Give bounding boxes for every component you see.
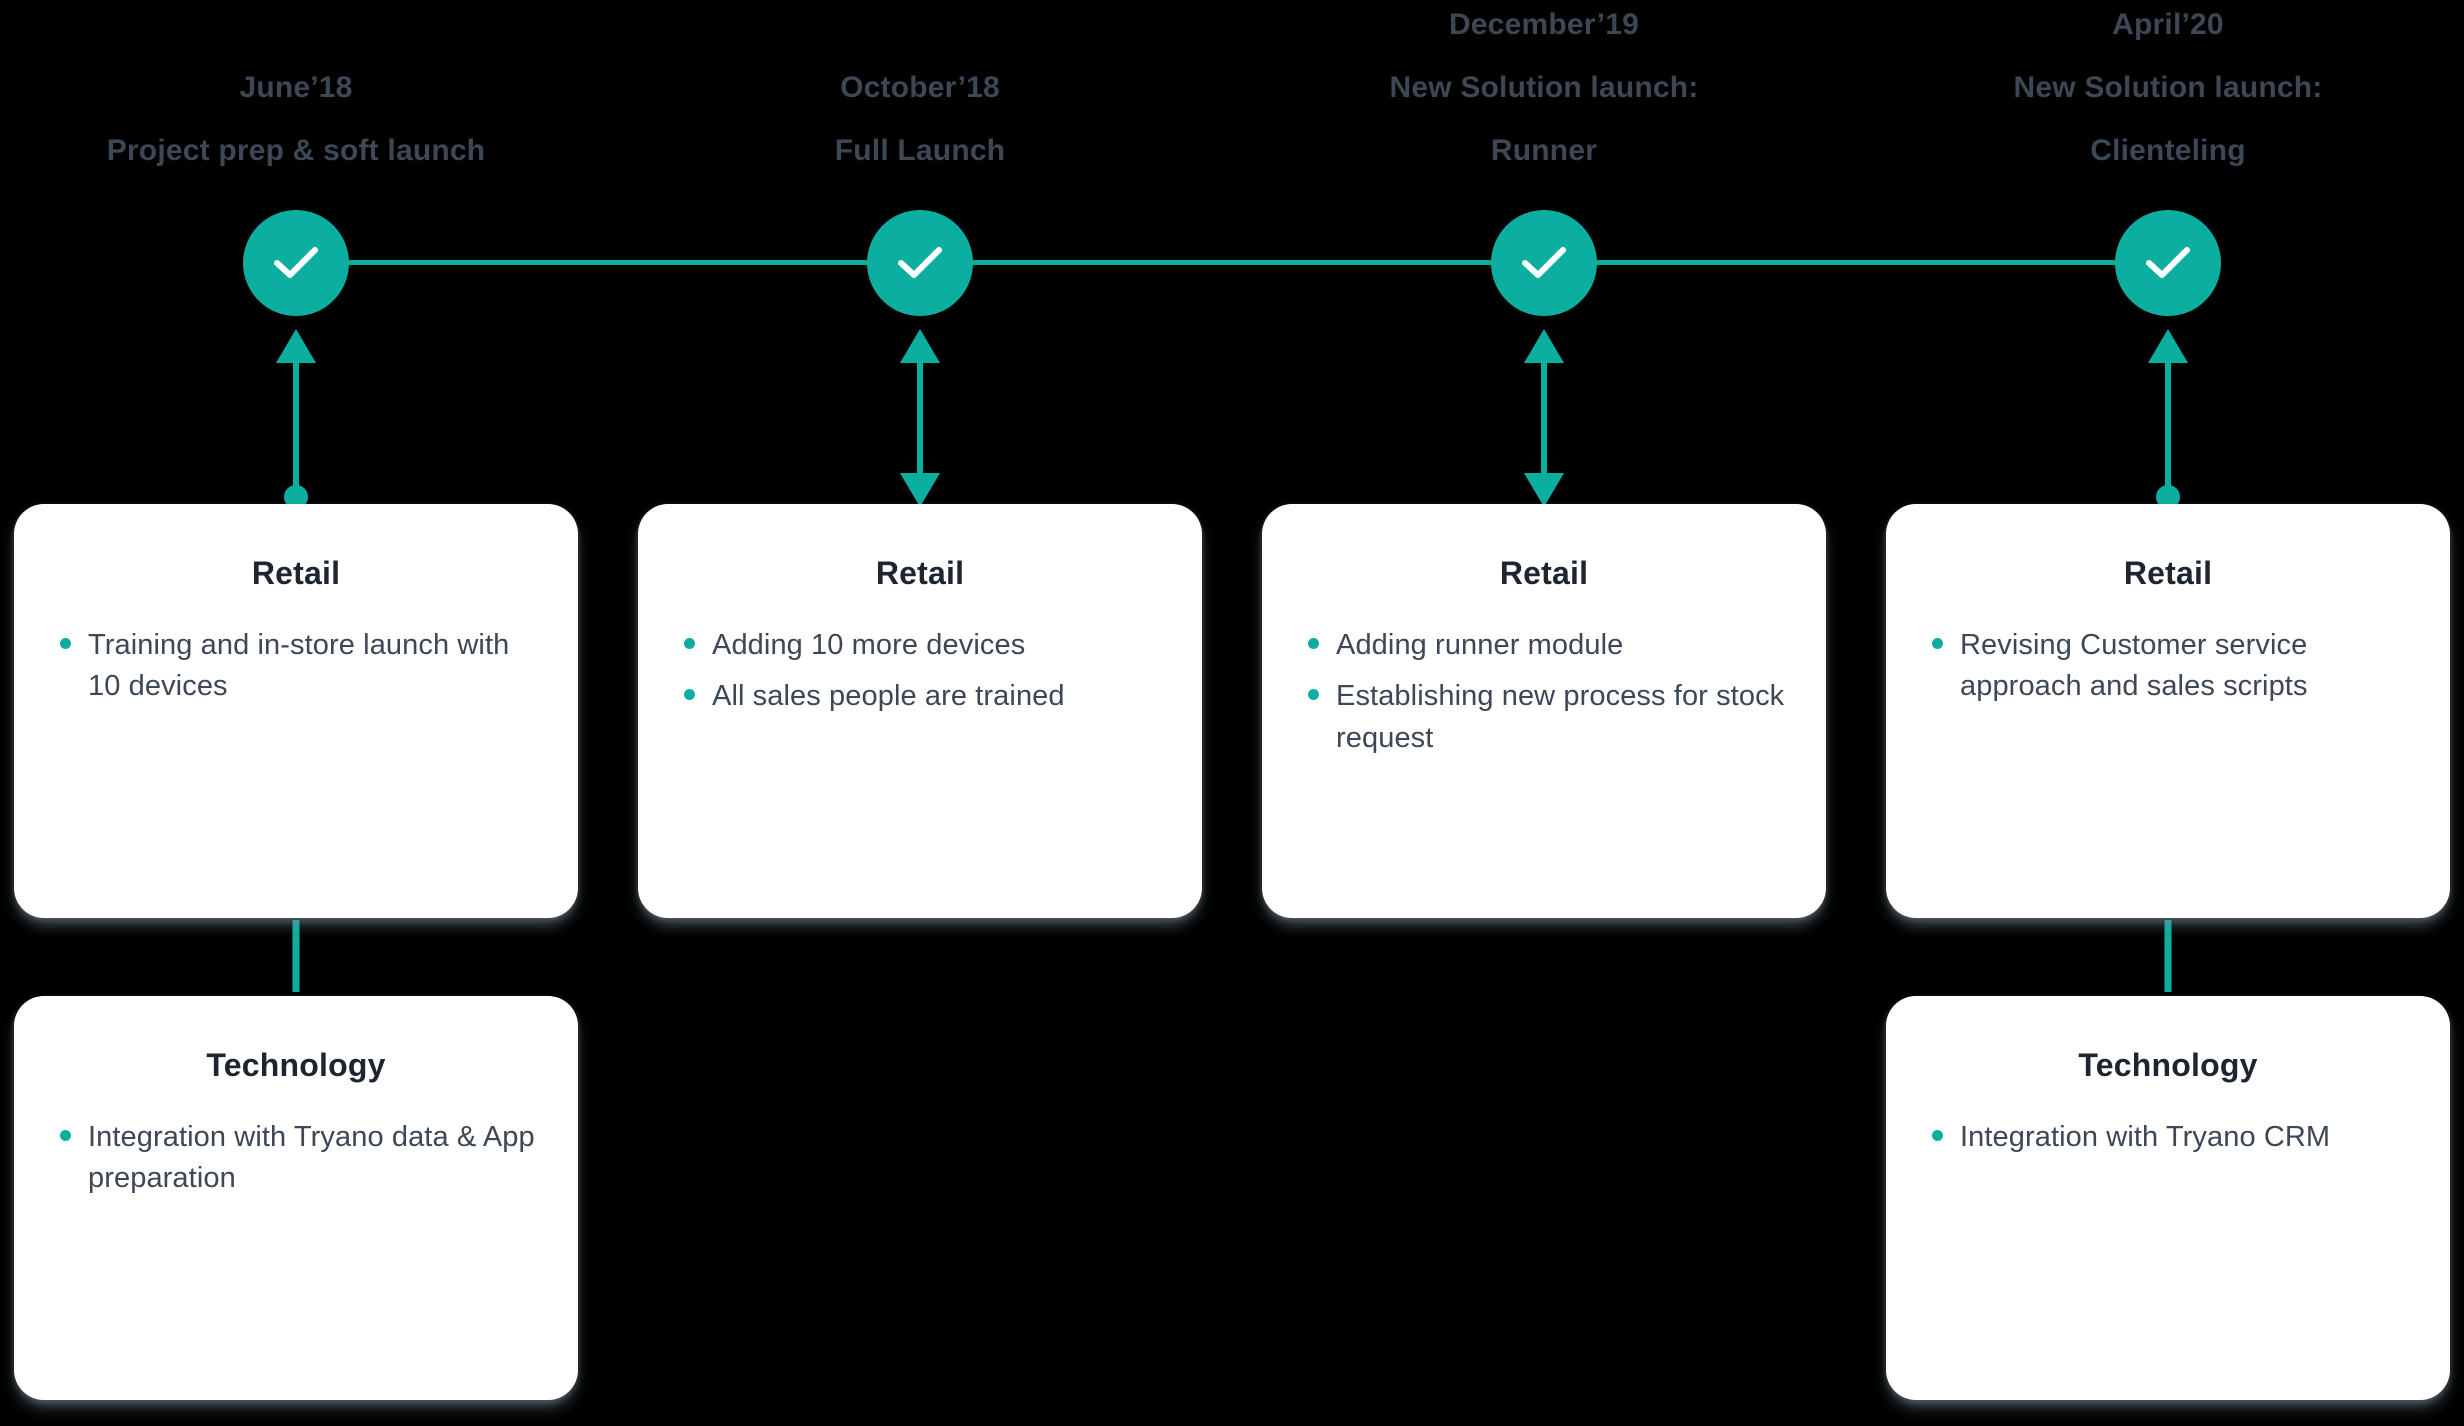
technology-card-col-4[interactable]: Technology Integration with Tryano CRM xyxy=(1886,996,2450,1400)
bullet-dot-icon xyxy=(1308,689,1319,701)
card-title: Technology xyxy=(2078,1047,2258,1083)
card-link-col-1 xyxy=(292,920,300,992)
milestone-title-line-2: Clienteling xyxy=(2090,134,2246,167)
milestone-date: October’18 xyxy=(840,71,1000,104)
card-title: Retail xyxy=(251,555,341,591)
list-item-text: Training and in-store launch with 10 dev… xyxy=(88,629,510,703)
milestone-label-october-18: October’18 Full Launch xyxy=(660,56,1180,182)
milestone-node-december-19[interactable] xyxy=(1491,210,1597,316)
card-title: Technology xyxy=(206,1047,386,1083)
list-item-text: Revising Customer service approach and s… xyxy=(1960,629,2308,703)
connector-arrow-up-dot-col-4 xyxy=(2140,327,2196,509)
bullet-dot-icon xyxy=(1308,638,1319,650)
list-item: Training and in-store launch with 10 dev… xyxy=(54,625,538,707)
card-bullet-list: Integration with Tryano data & App prepa… xyxy=(54,1117,538,1199)
bullet-dot-icon xyxy=(1932,638,1943,650)
connector-double-arrow-col-3 xyxy=(1516,327,1572,509)
bullet-dot-icon xyxy=(684,689,695,701)
bullet-dot-icon xyxy=(684,638,695,650)
list-item: Establishing new process for stock reque… xyxy=(1302,676,1786,758)
card-bullet-list: Training and in-store launch with 10 dev… xyxy=(54,625,538,707)
card-bullet-list: Adding runner module Establishing new pr… xyxy=(1302,625,1786,759)
check-icon xyxy=(273,245,319,281)
list-item-text: Adding 10 more devices xyxy=(712,629,1026,662)
check-icon xyxy=(897,245,943,281)
list-item-text: Establishing new process for stock reque… xyxy=(1336,680,1785,754)
retail-card-col-3[interactable]: Retail Adding runner module Establishing… xyxy=(1262,504,1826,918)
list-item: All sales people are trained xyxy=(678,676,1162,717)
list-item-text: All sales people are trained xyxy=(712,680,1065,713)
list-item-text: Integration with Tryano CRM xyxy=(1960,1121,2331,1154)
card-bullet-list: Adding 10 more devices All sales people … xyxy=(678,625,1162,717)
list-item-text: Integration with Tryano data & App prepa… xyxy=(88,1121,535,1195)
bullet-dot-icon xyxy=(1932,1130,1943,1142)
milestone-node-june-18[interactable] xyxy=(243,210,349,316)
list-item-text: Adding runner module xyxy=(1336,629,1624,662)
retail-card-col-1[interactable]: Retail Training and in-store launch with… xyxy=(14,504,578,918)
milestone-label-june-18: June’18 Project prep & soft launch xyxy=(16,56,576,182)
retail-card-col-4[interactable]: Retail Revising Customer service approac… xyxy=(1886,504,2450,918)
retail-card-col-2[interactable]: Retail Adding 10 more devices All sales … xyxy=(638,504,1202,918)
milestone-label-april-20: April’20 New Solution launch: Clientelin… xyxy=(1908,0,2428,182)
check-icon xyxy=(2145,245,2191,281)
list-item: Integration with Tryano CRM xyxy=(1926,1117,2410,1158)
card-title: Retail xyxy=(2123,555,2213,591)
list-item: Integration with Tryano data & App prepa… xyxy=(54,1117,538,1199)
milestone-label-december-19: December’19 New Solution launch: Runner xyxy=(1284,0,1804,182)
card-link-col-4 xyxy=(2164,920,2172,992)
milestone-title-line-1: New Solution launch: xyxy=(2013,71,2323,104)
milestone-title-line-1: New Solution launch: xyxy=(1389,71,1699,104)
bullet-dot-icon xyxy=(60,1130,71,1142)
list-item: Adding 10 more devices xyxy=(678,625,1162,666)
card-title: Retail xyxy=(875,555,965,591)
milestone-node-april-20[interactable] xyxy=(2115,210,2221,316)
milestone-date: April’20 xyxy=(2112,8,2224,41)
milestone-date: June’18 xyxy=(239,71,353,104)
connector-arrow-up-dot-col-1 xyxy=(268,327,324,509)
check-icon xyxy=(1521,245,1567,281)
card-title: Retail xyxy=(1499,555,1589,591)
milestone-node-october-18[interactable] xyxy=(867,210,973,316)
timeline-axis xyxy=(296,260,2168,265)
technology-card-col-1[interactable]: Technology Integration with Tryano data … xyxy=(14,996,578,1400)
card-bullet-list: Integration with Tryano CRM xyxy=(1926,1117,2410,1158)
milestone-title-line-2: Runner xyxy=(1490,134,1598,167)
milestone-date: December’19 xyxy=(1448,8,1640,41)
list-item: Revising Customer service approach and s… xyxy=(1926,625,2410,707)
card-bullet-list: Revising Customer service approach and s… xyxy=(1926,625,2410,707)
milestone-title-line-1: Project prep & soft launch xyxy=(106,134,486,167)
list-item: Adding runner module xyxy=(1302,625,1786,666)
bullet-dot-icon xyxy=(60,638,71,650)
connector-double-arrow-col-2 xyxy=(892,327,948,509)
milestone-title-line-1: Full Launch xyxy=(834,134,1006,167)
